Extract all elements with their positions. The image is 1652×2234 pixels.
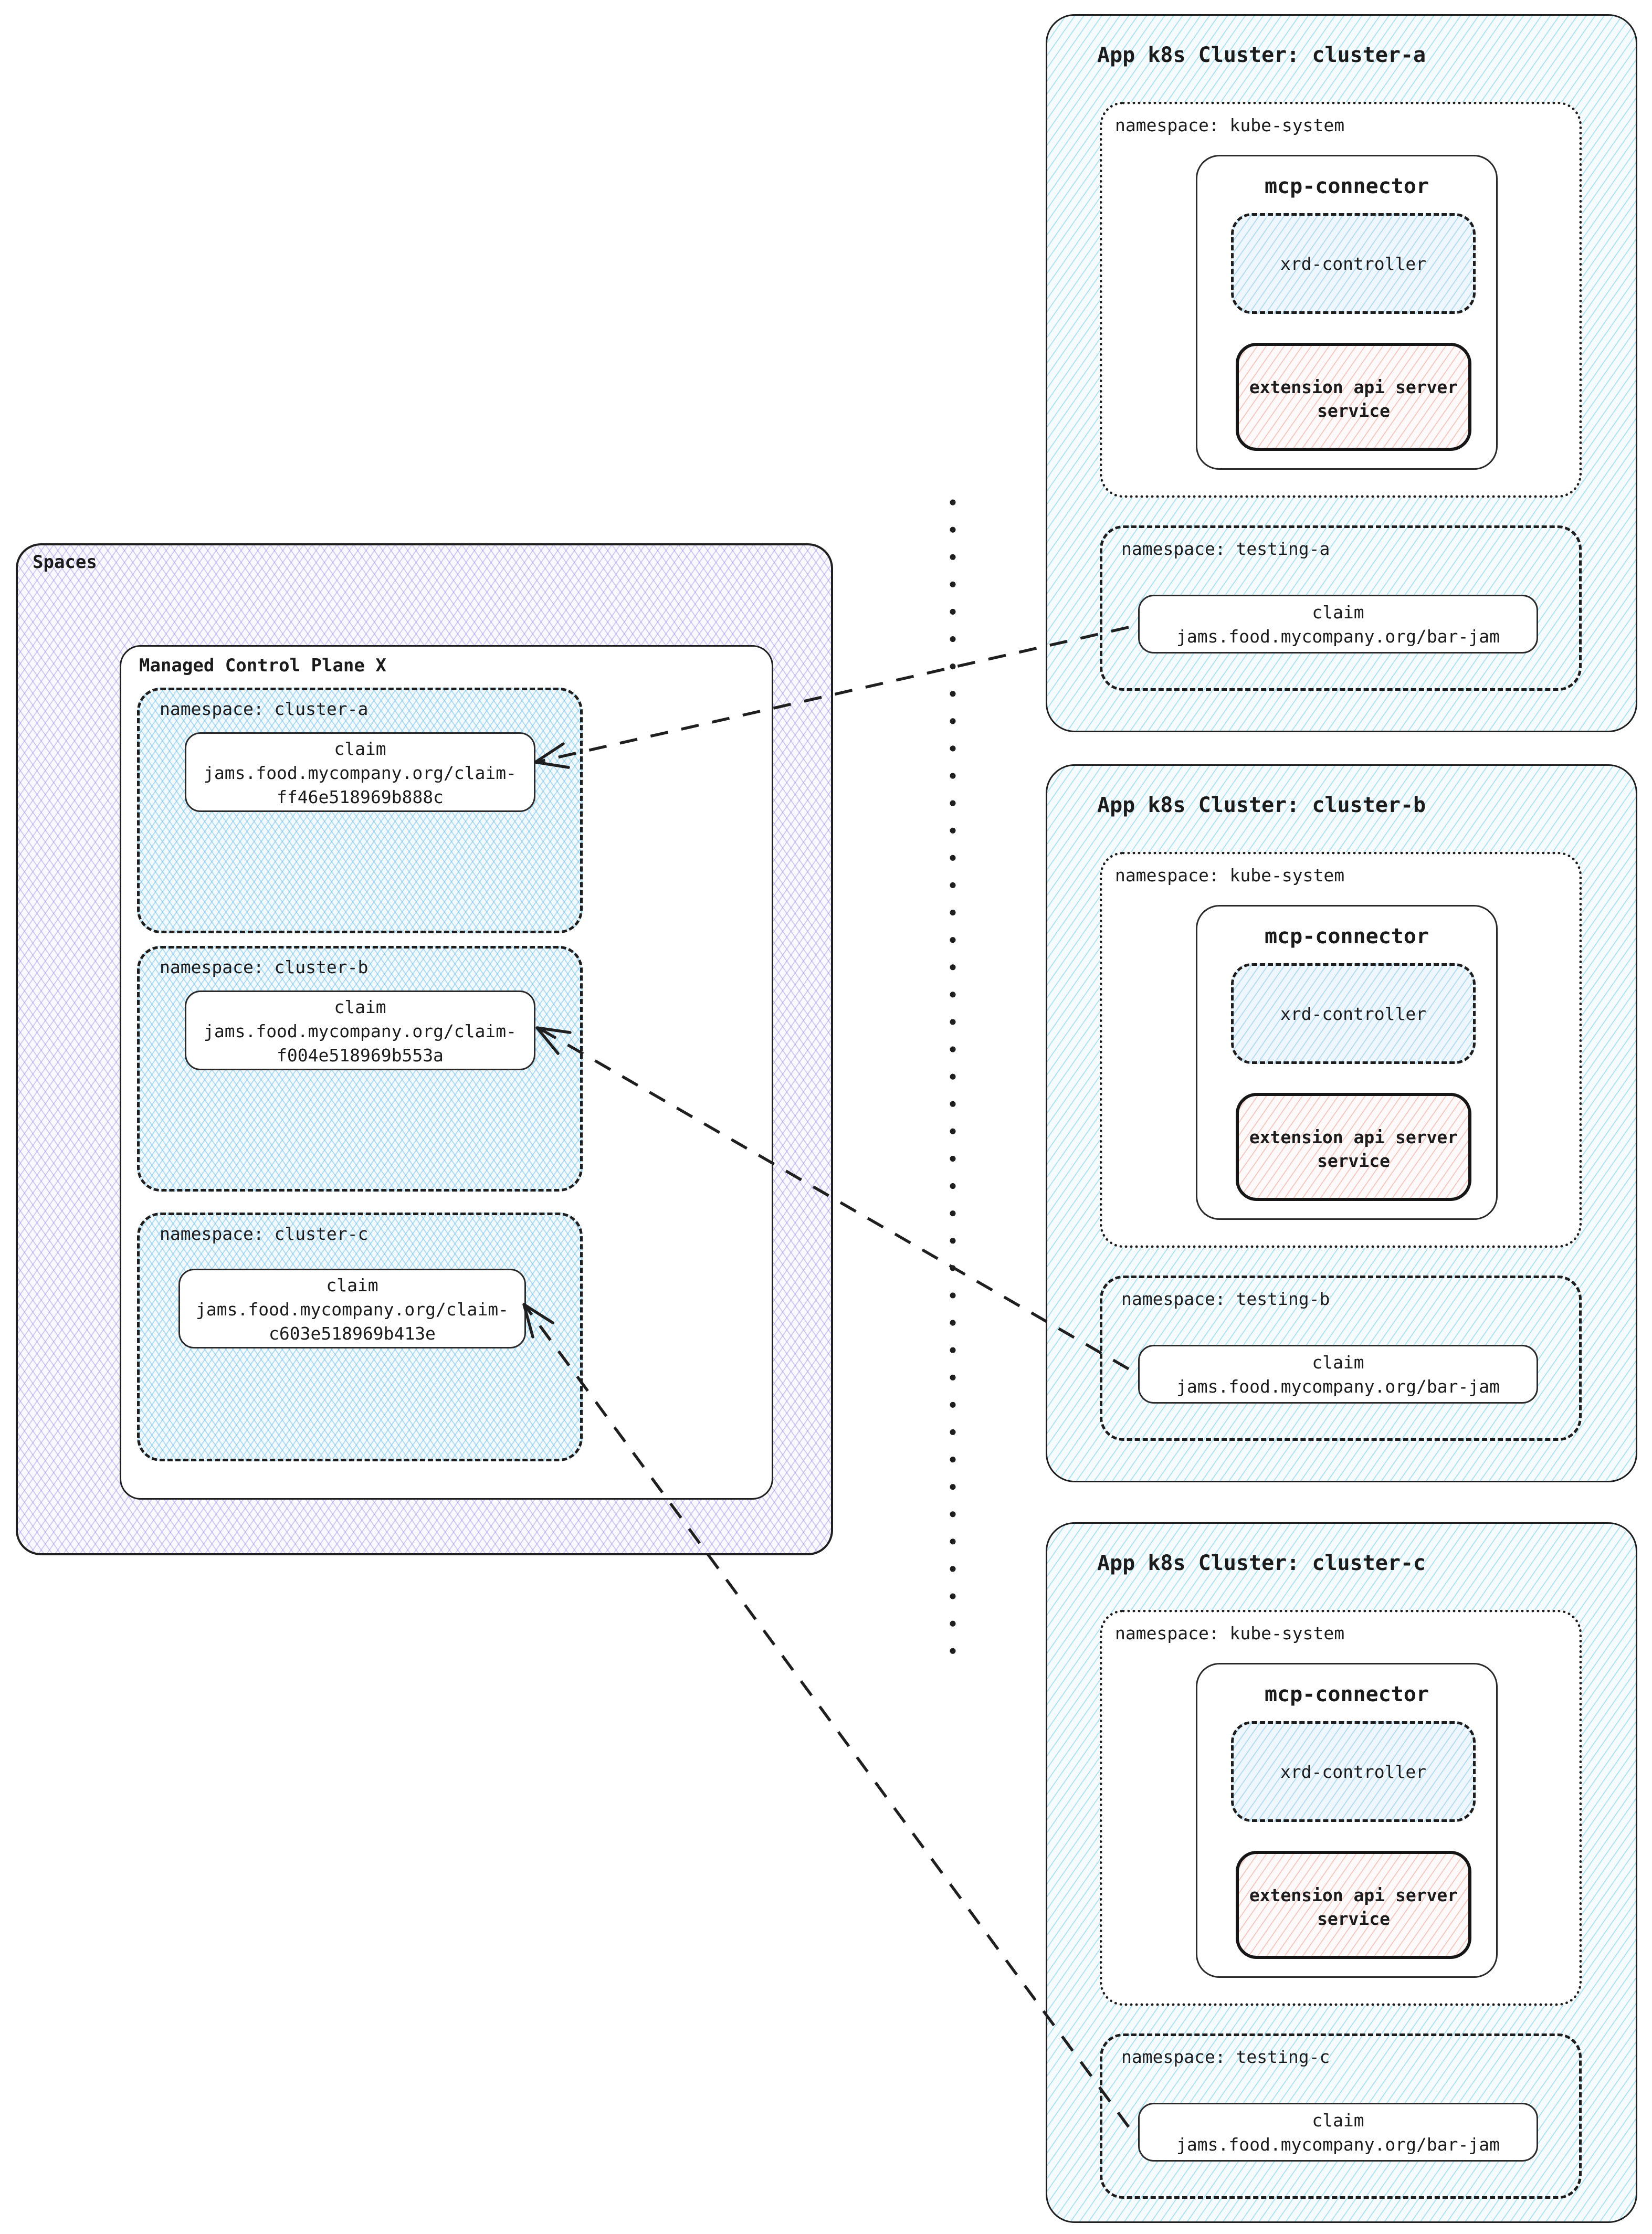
- namespace-cluster-b-label: namespace: cluster-b: [160, 957, 369, 977]
- claim-title: claim: [1312, 2110, 1364, 2131]
- claim-name: jams.food.mycompany.org/bar-jam: [1176, 2134, 1500, 2155]
- namespace-cluster-a-label: namespace: cluster-a: [160, 699, 369, 719]
- extension-api-server-line2: service: [1317, 401, 1391, 421]
- claim-name-line1: jams.food.mycompany.org/claim-: [203, 763, 517, 783]
- xrd-controller-label: xrd-controller: [1280, 1003, 1427, 1024]
- spaces-box: Spaces Managed Control Plane X namespace…: [16, 543, 833, 1555]
- extension-api-server-line2: service: [1317, 1151, 1391, 1171]
- claim-box-testing-a: claim jams.food.mycompany.org/bar-jam: [1138, 595, 1538, 654]
- xrd-controller-box: xrd-controller: [1231, 213, 1476, 314]
- claim-name-line1: jams.food.mycompany.org/claim-: [195, 1299, 509, 1320]
- claim-box-cluster-a: claim jams.food.mycompany.org/claim- ff4…: [185, 732, 535, 812]
- cluster-a-box: App k8s Cluster: cluster-a namespace: ku…: [1046, 14, 1637, 732]
- cluster-c-testing-box: namespace: testing-c claim jams.food.myc…: [1100, 2033, 1582, 2199]
- claim-box-cluster-c: claim jams.food.mycompany.org/claim- c60…: [178, 1269, 526, 1348]
- extension-api-server-box: extension api server service: [1236, 1851, 1471, 1959]
- cluster-a-title: App k8s Cluster: cluster-a: [1097, 43, 1426, 67]
- extension-api-server-line1: extension api server: [1249, 377, 1458, 397]
- mcp-connector-label: mcp-connector: [1264, 924, 1429, 949]
- extension-api-server-line1: extension api server: [1249, 1127, 1458, 1147]
- claim-name-line2: c603e518969b413e: [269, 1323, 436, 1344]
- cluster-a-testing-box: namespace: testing-a claim jams.food.myc…: [1100, 525, 1582, 691]
- mcp-connector-box: mcp-connector xrd-controller extension a…: [1196, 1663, 1498, 1978]
- claim-box-cluster-b: claim jams.food.mycompany.org/claim- f00…: [185, 990, 535, 1070]
- claim-name: jams.food.mycompany.org/bar-jam: [1176, 1376, 1500, 1397]
- testing-b-label: namespace: testing-b: [1121, 1289, 1330, 1309]
- mcp-connector-label: mcp-connector: [1264, 1682, 1429, 1706]
- cluster-b-kube-system-box: namespace: kube-system mcp-connector xrd…: [1100, 852, 1582, 1248]
- cluster-c-box: App k8s Cluster: cluster-c namespace: ku…: [1046, 1522, 1637, 2223]
- testing-c-label: namespace: testing-c: [1121, 2047, 1330, 2067]
- extension-api-server-line1: extension api server: [1249, 1885, 1458, 1905]
- xrd-controller-label: xrd-controller: [1280, 253, 1427, 274]
- claim-title: claim: [334, 997, 386, 1017]
- claim-title: claim: [1312, 602, 1364, 623]
- xrd-controller-label: xrd-controller: [1280, 1761, 1427, 1782]
- kube-system-label: namespace: kube-system: [1115, 1623, 1345, 1643]
- mcp-connector-box: mcp-connector xrd-controller extension a…: [1196, 905, 1498, 1220]
- namespace-cluster-c-box: namespace: cluster-c claim jams.food.myc…: [137, 1213, 583, 1461]
- claim-name-line1: jams.food.mycompany.org/claim-: [203, 1021, 517, 1041]
- spaces-label: Spaces: [33, 552, 97, 573]
- claim-name-line2: f004e518969b553a: [277, 1045, 444, 1066]
- claim-name-line2: ff46e518969b888c: [277, 787, 444, 807]
- cluster-b-title: App k8s Cluster: cluster-b: [1097, 793, 1426, 817]
- extension-api-server-line2: service: [1317, 1909, 1391, 1929]
- cluster-c-kube-system-box: namespace: kube-system mcp-connector xrd…: [1100, 1610, 1582, 2006]
- mcp-connector-label: mcp-connector: [1264, 174, 1429, 198]
- claim-box-testing-b: claim jams.food.mycompany.org/bar-jam: [1138, 1345, 1538, 1404]
- cluster-c-title: App k8s Cluster: cluster-c: [1097, 1551, 1426, 1575]
- namespace-cluster-c-label: namespace: cluster-c: [160, 1224, 369, 1244]
- managed-control-plane-box: Managed Control Plane X namespace: clust…: [120, 645, 773, 1500]
- cluster-b-testing-box: namespace: testing-b claim jams.food.myc…: [1100, 1276, 1582, 1441]
- extension-api-server-box: extension api server service: [1236, 343, 1471, 451]
- namespace-cluster-b-box: namespace: cluster-b claim jams.food.myc…: [137, 946, 583, 1192]
- testing-a-label: namespace: testing-a: [1121, 539, 1330, 559]
- claim-title: claim: [326, 1275, 378, 1295]
- kube-system-label: namespace: kube-system: [1115, 865, 1345, 886]
- cluster-b-box: App k8s Cluster: cluster-b namespace: ku…: [1046, 764, 1637, 1482]
- claim-title: claim: [334, 739, 386, 759]
- mcp-connector-box: mcp-connector xrd-controller extension a…: [1196, 155, 1498, 470]
- extension-api-server-box: extension api server service: [1236, 1093, 1471, 1201]
- managed-control-plane-label: Managed Control Plane X: [139, 655, 386, 676]
- cluster-a-kube-system-box: namespace: kube-system mcp-connector xrd…: [1100, 102, 1582, 498]
- claim-box-testing-c: claim jams.food.mycompany.org/bar-jam: [1138, 2103, 1538, 2162]
- xrd-controller-box: xrd-controller: [1231, 1721, 1476, 1822]
- xrd-controller-box: xrd-controller: [1231, 963, 1476, 1064]
- claim-name: jams.food.mycompany.org/bar-jam: [1176, 626, 1500, 647]
- claim-title: claim: [1312, 1352, 1364, 1373]
- namespace-cluster-a-box: namespace: cluster-a claim jams.food.myc…: [137, 688, 583, 933]
- kube-system-label: namespace: kube-system: [1115, 115, 1345, 135]
